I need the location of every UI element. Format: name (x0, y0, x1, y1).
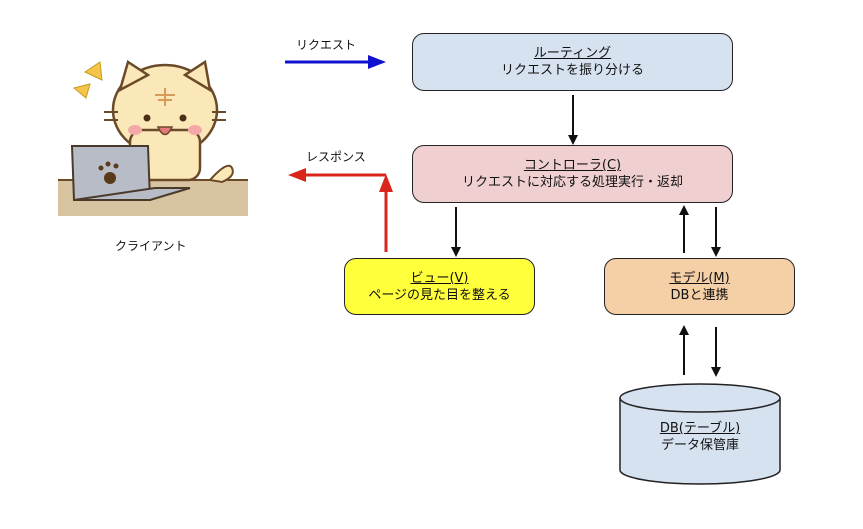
model-title: モデル(M) (669, 270, 730, 286)
response-arrow (288, 168, 393, 252)
database-cylinder (619, 383, 781, 485)
controller-title: コントローラ(C) (523, 158, 622, 173)
paw-icon (104, 172, 116, 184)
controller-box: コントローラ(C) リクエストに対応する処理実行・返却 (412, 145, 733, 203)
database-desc: データ保管庫 (660, 438, 739, 453)
client-label: クライアント (115, 239, 187, 253)
view-desc: ページの見た目を整える (368, 287, 511, 303)
routing-title: ルーティング (533, 46, 612, 61)
response-label: レスポンス (306, 150, 366, 164)
database-text: DB(テーブル) データ保管庫 (620, 420, 780, 454)
database-title: DB(テーブル) (659, 421, 741, 436)
request-label: リクエスト (296, 38, 357, 52)
model-box: モデル(M) DBと連携 (604, 258, 795, 315)
laptop-icon (70, 145, 191, 201)
cat-icon (104, 59, 234, 184)
routing-desc: リクエストを振り分ける (500, 63, 644, 78)
sparkle-icon (72, 61, 103, 99)
request-arrow (285, 55, 386, 69)
controller-desc: リクエストに対応する処理実行・返却 (461, 175, 683, 190)
model-desc: DBと連携 (670, 287, 729, 303)
client-illustration (58, 59, 248, 216)
view-title: ビュー(V) (410, 270, 469, 286)
view-box: ビュー(V) ページの見た目を整える (344, 258, 535, 315)
routing-box: ルーティング リクエストを振り分ける (412, 33, 733, 91)
